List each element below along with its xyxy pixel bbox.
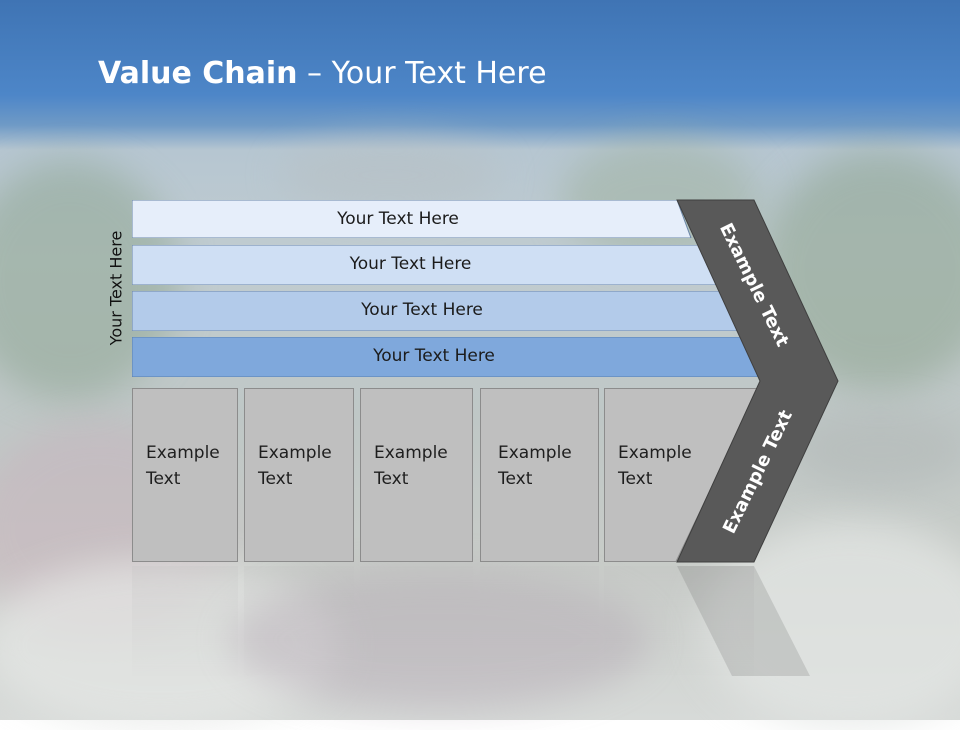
- reflection-box-3: [360, 566, 473, 676]
- band-4-shape: [132, 337, 764, 377]
- side-label: Your Text Here: [106, 230, 126, 346]
- reflection-box-1: [132, 566, 238, 676]
- band-4: Your Text Here: [132, 337, 764, 377]
- band-3-shape: [132, 291, 740, 331]
- activity-box-1-fill: [132, 388, 238, 562]
- activity-box-3-fill: [360, 388, 473, 562]
- band-3: Your Text Here: [132, 291, 740, 331]
- reflection-box-5: [604, 566, 754, 676]
- margin-chevron: [676, 199, 839, 563]
- band-1-shape: [132, 200, 692, 238]
- band-2-label: Your Text Here: [349, 254, 472, 274]
- page-title: Value Chain – Your Text Here: [98, 56, 547, 91]
- reflection-box-2: [244, 566, 354, 676]
- activity-box-2-fill: [244, 388, 354, 562]
- band-1-label: Your Text Here: [337, 209, 459, 229]
- band-1: Your Text Here: [132, 200, 692, 238]
- band-4-label: Your Text Here: [373, 346, 495, 366]
- reflection-box-4: [480, 566, 599, 676]
- band-3-label: Your Text Here: [361, 300, 483, 320]
- band-2: Your Text Here: [132, 245, 717, 285]
- band-2-shape: [132, 245, 717, 285]
- activity-box-5-shape: [604, 388, 760, 562]
- activity-box-4-fill: [480, 388, 599, 562]
- reflection-chevron: [677, 566, 810, 676]
